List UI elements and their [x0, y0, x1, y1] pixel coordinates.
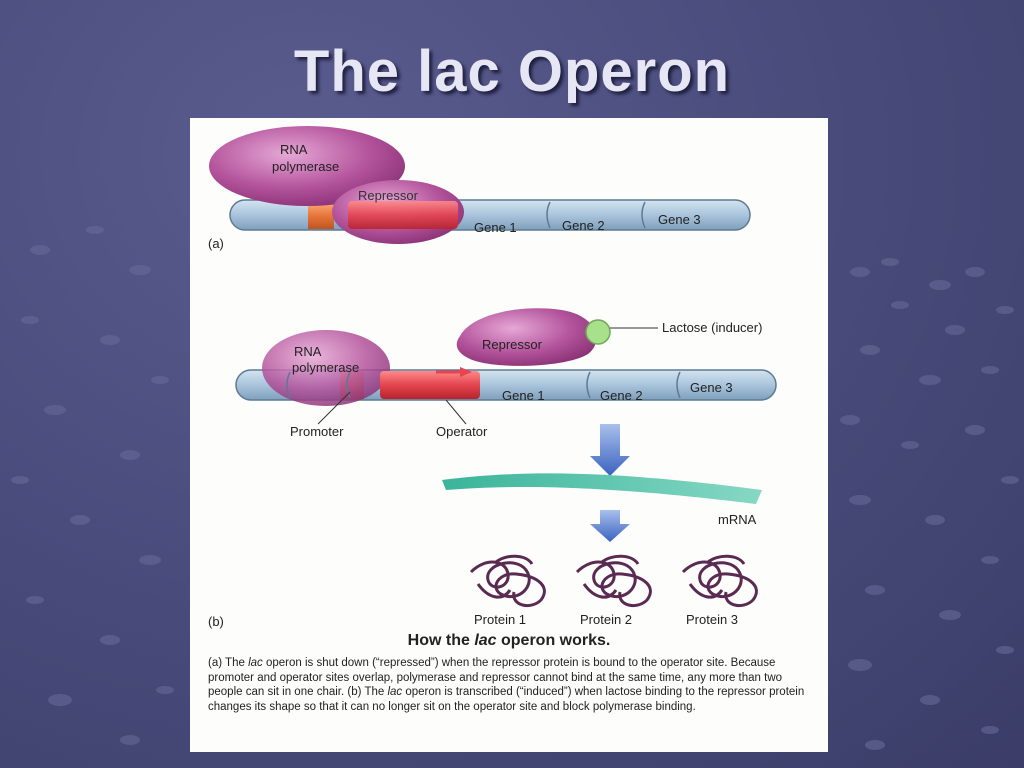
operator-pointer-line: [445, 399, 467, 425]
repressor-label-b: Repressor: [482, 337, 543, 352]
caption-b-pre: The: [361, 686, 388, 698]
rna-polymerase-label-a-2: polymerase: [272, 159, 339, 174]
repressor-b: [456, 308, 597, 366]
gene-1-label-b: Gene 1: [502, 388, 545, 403]
gene-2-label-a: Gene 2: [562, 218, 605, 233]
protein-2-label: Protein 2: [580, 612, 632, 627]
operator-label: Operator: [436, 424, 488, 439]
promoter-pointer-line: [317, 391, 351, 425]
operon-diagram: RNA polymerase Repressor Gene 1 Gene 2 G…: [208, 126, 777, 629]
caption-b-text: operon is transcribed (“induced”) when l…: [208, 686, 805, 713]
protein-3-coil: [681, 554, 758, 608]
protein-3-label: Protein 3: [686, 612, 738, 627]
gene-3-label-a: Gene 3: [658, 212, 701, 227]
repressor-label-a: Repressor: [358, 188, 419, 203]
gene-2-label-b: Gene 2: [600, 388, 643, 403]
caption-a-text: operon is shut down (“repressed”) when t…: [208, 657, 783, 698]
transcription-arrow: [590, 424, 630, 476]
panel-b: RNA polymerase Repressor Lactose (induce…: [208, 308, 777, 629]
rna-polymerase-b: [262, 330, 390, 406]
promoter-label: Promoter: [290, 424, 344, 439]
protein-2-coil: [575, 554, 652, 608]
rna-polymerase-label-a-1: RNA: [280, 142, 308, 157]
operator-region-a: [348, 201, 458, 229]
caption-title-em: lac: [474, 632, 497, 649]
caption-b-em: lac: [387, 686, 403, 698]
slide-title: The lac Operon: [293, 39, 731, 104]
rna-polymerase-a: [209, 126, 405, 206]
lactose-molecule: [585, 319, 611, 345]
rna-polymerase-label-b-2: polymerase: [292, 360, 359, 375]
rna-polymerase-label-b-1: RNA: [294, 344, 322, 359]
panel-a: RNA polymerase Repressor Gene 1 Gene 2 G…: [208, 126, 751, 251]
caption-a-pre: The: [222, 657, 249, 669]
release-arrow-head: [460, 367, 472, 377]
caption-body: (a) The lac operon is shut down (“repres…: [208, 656, 814, 714]
caption-a-label: (a): [208, 657, 223, 669]
lactose-label: Lactose (inducer): [662, 320, 762, 335]
gene-1-label-a: Gene 1: [474, 220, 517, 235]
caption-a-em: lac: [248, 657, 263, 669]
protein-1-coil: [469, 554, 546, 608]
protein-1-label: Protein 1: [474, 612, 526, 627]
operator-region-b: [380, 371, 480, 399]
caption-b-label: (b): [347, 686, 362, 698]
panel-a-letter: (a): [208, 236, 224, 251]
translation-arrow: [590, 510, 630, 542]
caption-title-pre: How the: [407, 632, 475, 649]
gene-3-label-b: Gene 3: [690, 380, 733, 395]
mrna-label: mRNA: [718, 512, 757, 527]
mrna-strand: [442, 473, 762, 504]
panel-b-letter: (b): [208, 614, 224, 629]
caption-title: How the lac operon works.: [190, 632, 828, 650]
lac-operon-figure: RNA polymerase Repressor Gene 1 Gene 2 G…: [190, 118, 828, 752]
caption-title-post: operon works.: [496, 632, 611, 649]
